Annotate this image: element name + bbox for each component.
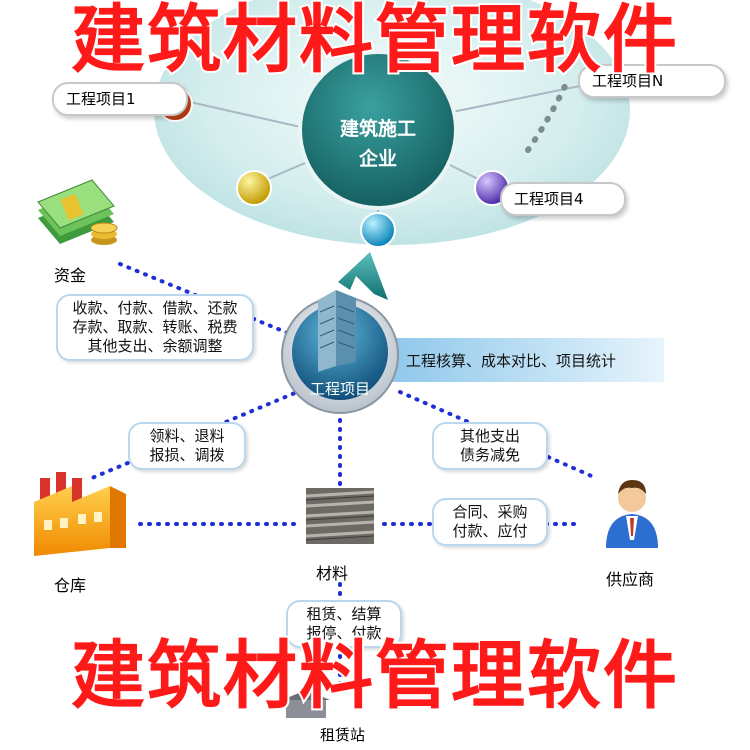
headline-top: 建筑材料管理软件 [69, 0, 679, 83]
supplier-label: 供应商 [606, 570, 655, 589]
funds-ops-line: 其他支出、余额调整 [87, 337, 223, 355]
project-node-3 [360, 212, 396, 248]
supplier-ops-line: 合同、采购 [452, 503, 528, 521]
headline-bottom: 建筑材料管理软件 [69, 633, 679, 719]
funds-ops-line: 存款、取款、转账、税费 [72, 318, 238, 336]
rebar-icon [305, 488, 375, 544]
supplier-ops-line: 付款、应付 [452, 522, 528, 540]
warehouse-ops-line: 报损、调拨 [149, 446, 225, 464]
money-icon [37, 179, 118, 245]
materials-label: 材料 [316, 564, 349, 583]
rental-site-icon [282, 690, 330, 718]
funds-ops-box: 收款、付款、借款、还款 存款、取款、转账、税费 其他支出、余额调整 [56, 294, 254, 361]
factory-icon [34, 472, 126, 556]
project-node-2 [236, 170, 272, 206]
warehouse-ops-line: 领料、退料 [149, 427, 225, 445]
funds-label: 资金 [54, 266, 87, 285]
other-ops-box: 其他支出 债务减免 [432, 422, 548, 470]
project-box-1: 工程项目1 [52, 82, 188, 116]
warehouse-label: 仓库 [54, 576, 87, 595]
rental-ops-line: 报停、付款 [306, 624, 382, 642]
enterprise-hub [298, 50, 458, 210]
project-box-4: 工程项目4 [500, 182, 626, 216]
project-4-label: 工程项目4 [514, 190, 584, 208]
center-project-label: 工程项目 [309, 380, 370, 398]
project-stats-text: 工程核算、成本对比、项目统计 [406, 352, 617, 370]
warehouse-ops-box: 领料、退料 报损、调拨 [128, 422, 246, 470]
project-box-n: 工程项目N [578, 64, 726, 98]
rental-label: 租赁站 [320, 726, 366, 744]
project-n-label: 工程项目N [592, 72, 664, 90]
project-1-label: 工程项目1 [66, 90, 136, 108]
more-projects-dots [525, 83, 568, 153]
rental-ops-line: 租赁、结算 [306, 605, 382, 623]
hub-label-line1: 建筑施工 [339, 118, 416, 140]
supplier-ops-box: 合同、采购 付款、应付 [432, 498, 548, 546]
project-stats-banner [380, 338, 664, 382]
rental-ops-box: 租赁、结算 报停、付款 [286, 600, 402, 648]
hub-label-line2: 企业 [358, 148, 397, 170]
funds-ops-line: 收款、付款、借款、还款 [72, 299, 238, 317]
other-ops-line: 债务减免 [459, 446, 520, 464]
other-ops-line: 其他支出 [459, 427, 520, 445]
building-icon [318, 290, 356, 372]
up-arrow-icon [338, 252, 388, 300]
supplier-person-icon [606, 480, 658, 548]
